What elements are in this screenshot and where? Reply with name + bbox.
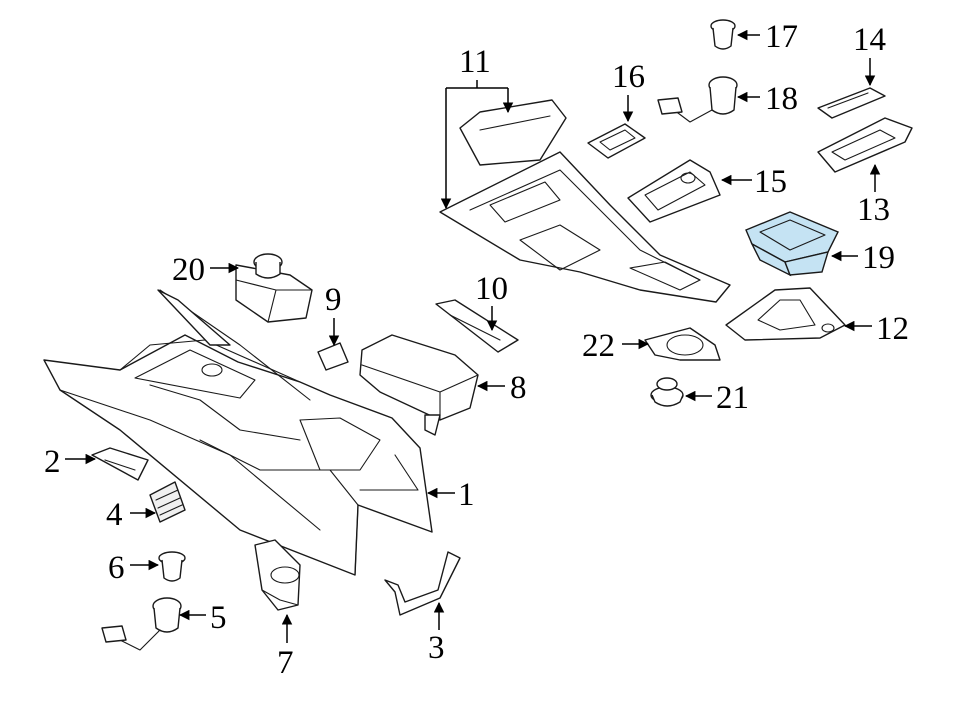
part-3-bracket[interactable] xyxy=(384,551,461,616)
part-10-trim-bezel[interactable] xyxy=(435,299,519,353)
part-22-cover-plate[interactable] xyxy=(644,327,721,361)
part-18-socket-harness[interactable] xyxy=(657,76,738,123)
callout-3: 3 xyxy=(428,630,445,666)
leader-lines xyxy=(65,29,881,643)
part-20-controller-knob[interactable] xyxy=(235,253,313,323)
callout-7: 7 xyxy=(277,645,294,681)
callout-15: 15 xyxy=(754,164,787,200)
callout-21: 21 xyxy=(716,380,749,416)
part-15-insert[interactable] xyxy=(627,159,721,223)
part-1-center-console[interactable] xyxy=(43,289,433,576)
part-8-armrest[interactable] xyxy=(359,334,479,436)
part-14-mat[interactable] xyxy=(817,87,886,119)
callout-17: 17 xyxy=(765,19,798,55)
callout-12: 12 xyxy=(876,311,909,347)
part-7-cup-holder[interactable] xyxy=(254,539,301,611)
callout-labels: 1 2 3 4 5 6 7 8 9 10 11 12 13 14 15 16 1… xyxy=(44,19,909,681)
part-5-socket-harness[interactable] xyxy=(101,597,182,651)
part-16-small-bezel[interactable] xyxy=(587,123,646,159)
callout-8: 8 xyxy=(510,370,527,406)
callout-2: 2 xyxy=(44,444,61,480)
callout-13: 13 xyxy=(857,192,890,228)
callout-9: 9 xyxy=(325,282,342,318)
callout-19: 19 xyxy=(862,240,895,276)
part-13-tray[interactable] xyxy=(817,117,913,173)
callout-1: 1 xyxy=(458,477,475,513)
part-4-cover[interactable] xyxy=(149,481,186,523)
callout-20: 20 xyxy=(172,252,205,288)
callout-4: 4 xyxy=(106,497,123,533)
part-19-storage-box[interactable] xyxy=(745,211,839,277)
part-21-knob[interactable] xyxy=(650,377,684,407)
part-2-bracket[interactable] xyxy=(91,447,149,481)
callout-14: 14 xyxy=(853,22,886,58)
part-9-clip[interactable] xyxy=(317,342,349,371)
callout-22: 22 xyxy=(582,328,615,364)
callout-16: 16 xyxy=(612,59,645,95)
callout-18: 18 xyxy=(765,81,798,117)
callout-6: 6 xyxy=(108,550,125,586)
part-12-console-trim[interactable] xyxy=(725,287,846,341)
callout-11: 11 xyxy=(459,44,491,80)
part-11-trim-panel[interactable] xyxy=(439,99,731,303)
callout-5: 5 xyxy=(210,600,227,636)
part-6-socket[interactable] xyxy=(158,551,186,582)
callout-10: 10 xyxy=(475,271,508,307)
part-17-socket-cap[interactable] xyxy=(710,19,736,50)
